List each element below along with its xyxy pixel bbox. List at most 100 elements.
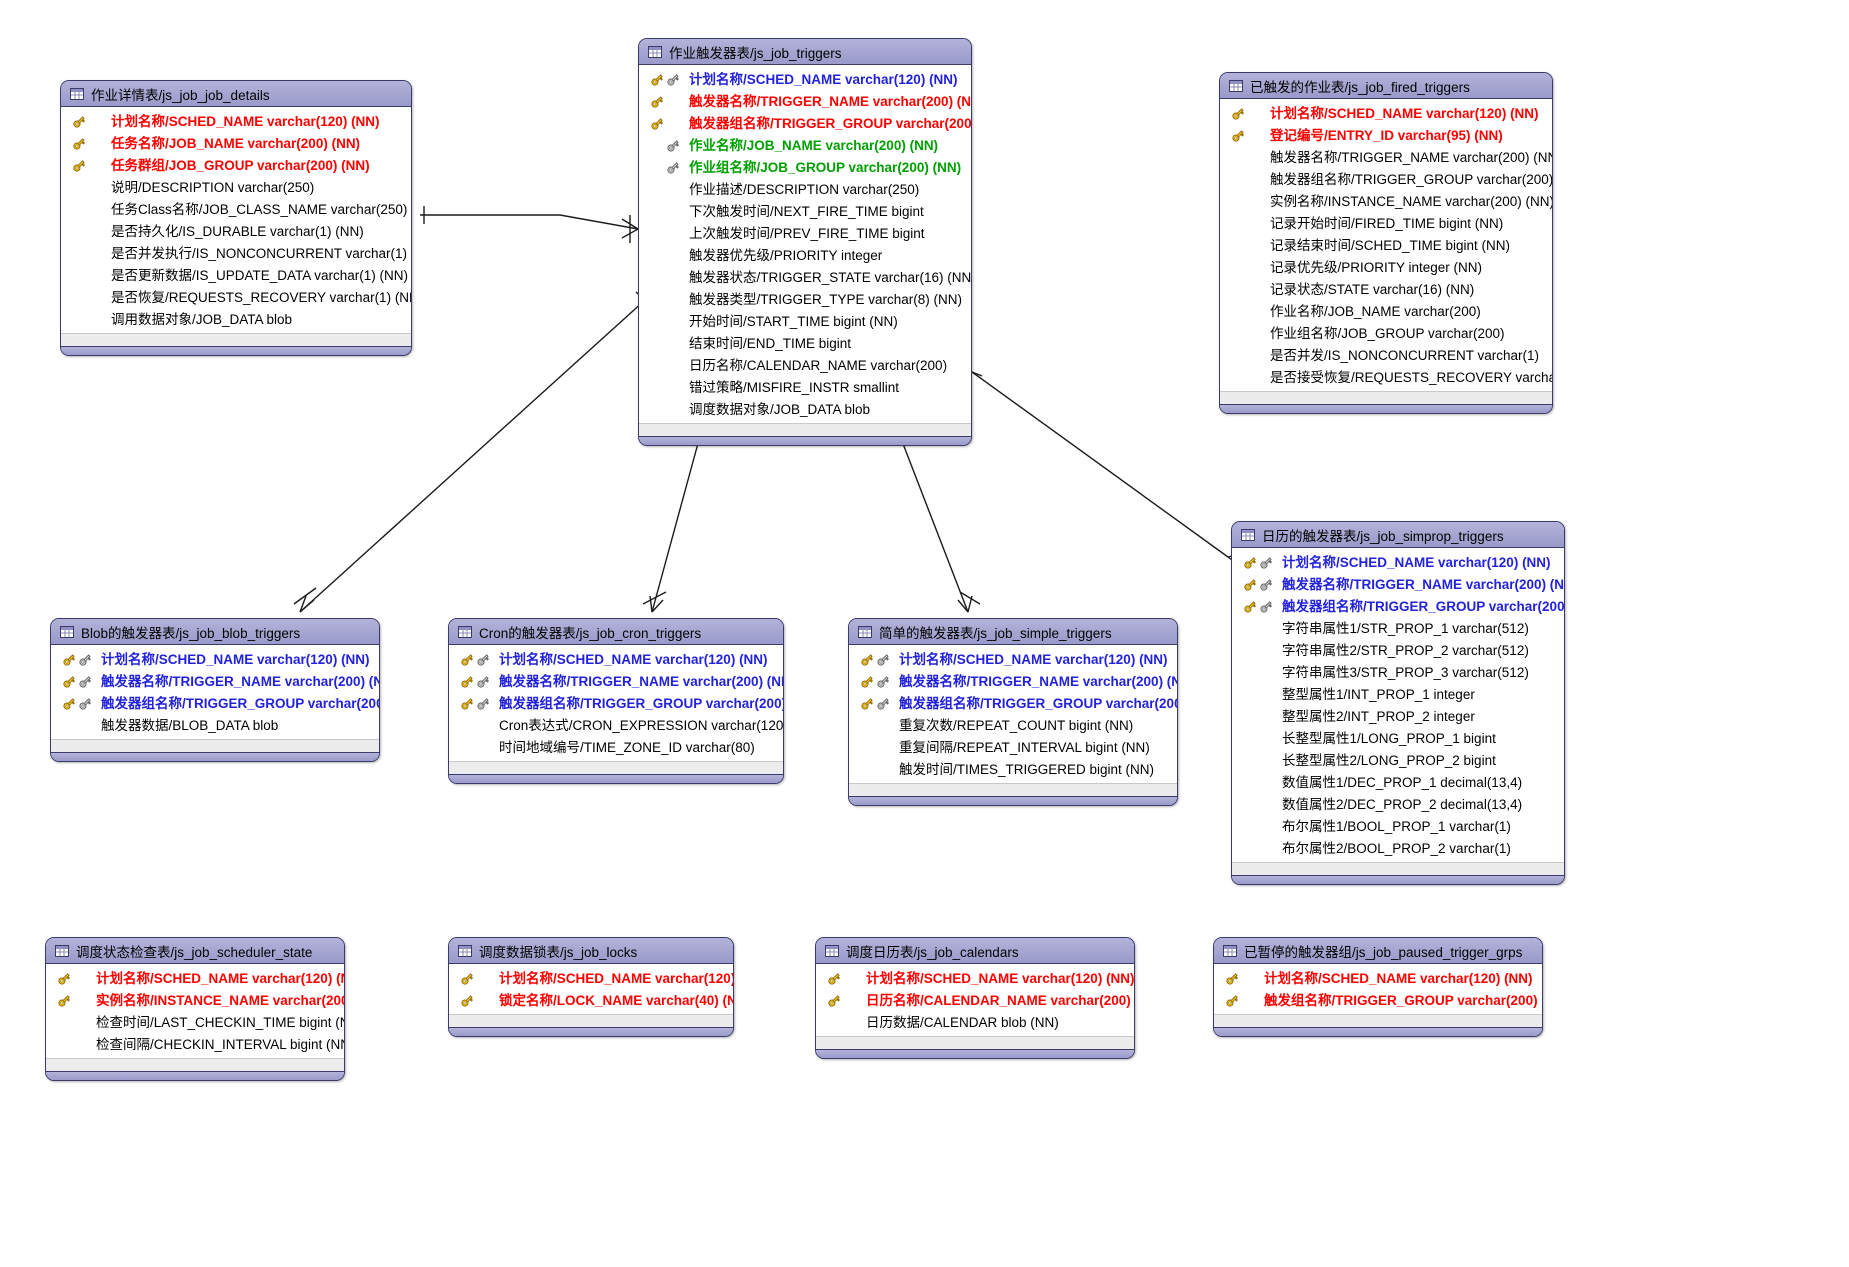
field-row[interactable]: 下次触发时间/NEXT_FIRE_TIME bigint <box>639 201 971 223</box>
field-row[interactable]: 整型属性1/INT_PROP_1 integer <box>1232 684 1564 706</box>
field-row[interactable]: 触发组名称/TRIGGER_GROUP varchar(200) (NN) <box>1214 990 1542 1012</box>
field-row[interactable]: 字符串属性2/STR_PROP_2 varchar(512) <box>1232 640 1564 662</box>
field-row[interactable]: 长整型属性2/LONG_PROP_2 bigint <box>1232 750 1564 772</box>
field-row[interactable]: 触发器名称/TRIGGER_NAME varchar(200) (NN) <box>849 671 1177 693</box>
field-row[interactable]: 触发时间/TIMES_TRIGGERED bigint (NN) <box>849 759 1177 781</box>
field-row[interactable]: 触发器组名称/TRIGGER_GROUP varchar(200) (NN) <box>1232 596 1564 618</box>
entity-header-fired_triggers[interactable]: 已触发的作业表/js_job_fired_triggers <box>1220 73 1552 99</box>
field-row[interactable]: 说明/DESCRIPTION varchar(250) <box>61 177 411 199</box>
field-row[interactable]: 是否持久化/IS_DURABLE varchar(1) (NN) <box>61 221 411 243</box>
field-row[interactable]: 触发器组名称/TRIGGER_GROUP varchar(200) (NN) <box>51 693 379 715</box>
field-row[interactable]: 检查间隔/CHECKIN_INTERVAL bigint (NN) <box>46 1034 344 1056</box>
entity-header-cron_triggers[interactable]: Cron的触发器表/js_job_cron_triggers <box>449 619 783 645</box>
field-row[interactable]: 数值属性1/DEC_PROP_1 decimal(13,4) <box>1232 772 1564 794</box>
entity-header-paused_trigger_grps[interactable]: 已暂停的触发器组/js_job_paused_trigger_grps <box>1214 938 1542 964</box>
field-row[interactable]: 登记编号/ENTRY_ID varchar(95) (NN) <box>1220 125 1552 147</box>
field-row[interactable]: 计划名称/SCHED_NAME varchar(120) (NN) <box>449 968 733 990</box>
field-row[interactable]: 计划名称/SCHED_NAME varchar(120) (NN) <box>816 968 1134 990</box>
entity-header-simprop_triggers[interactable]: 日历的触发器表/js_job_simprop_triggers <box>1232 522 1564 548</box>
field-row[interactable]: 计划名称/SCHED_NAME varchar(120) (NN) <box>1220 103 1552 125</box>
field-row[interactable]: 上次触发时间/PREV_FIRE_TIME bigint <box>639 223 971 245</box>
field-row[interactable]: 作业组名称/JOB_GROUP varchar(200) (NN) <box>639 157 971 179</box>
entity-simple_triggers[interactable]: 简单的触发器表/js_job_simple_triggers 计划名称/SCHED… <box>848 618 1178 806</box>
entity-header-locks[interactable]: 调度数据锁表/js_job_locks <box>449 938 733 964</box>
field-row[interactable]: 作业名称/JOB_NAME varchar(200) (NN) <box>639 135 971 157</box>
field-row[interactable]: 触发器名称/TRIGGER_NAME varchar(200) (NN) <box>51 671 379 693</box>
field-row[interactable]: 触发器状态/TRIGGER_STATE varchar(16) (NN) <box>639 267 971 289</box>
field-row[interactable]: 时间地域编号/TIME_ZONE_ID varchar(80) <box>449 737 783 759</box>
field-row[interactable]: 作业名称/JOB_NAME varchar(200) <box>1220 301 1552 323</box>
entity-calendars[interactable]: 调度日历表/js_job_calendars 计划名称/SCHED_NAME va… <box>815 937 1135 1059</box>
entity-simprop_triggers[interactable]: 日历的触发器表/js_job_simprop_triggers 计划名称/SCHE… <box>1231 521 1565 885</box>
field-row[interactable]: 日历数据/CALENDAR blob (NN) <box>816 1012 1134 1034</box>
field-row[interactable]: 整型属性2/INT_PROP_2 integer <box>1232 706 1564 728</box>
field-row[interactable]: 触发器名称/TRIGGER_NAME varchar(200) (NN) <box>1232 574 1564 596</box>
field-row[interactable]: 开始时间/START_TIME bigint (NN) <box>639 311 971 333</box>
field-row[interactable]: 任务Class名称/JOB_CLASS_NAME varchar(250) (N… <box>61 199 411 221</box>
field-row[interactable]: 检查时间/LAST_CHECKIN_TIME bigint (NN) <box>46 1012 344 1034</box>
field-row[interactable]: 计划名称/SCHED_NAME varchar(120) (NN) <box>61 111 411 133</box>
field-row[interactable]: 调度数据对象/JOB_DATA blob <box>639 399 971 421</box>
field-row[interactable]: 字符串属性3/STR_PROP_3 varchar(512) <box>1232 662 1564 684</box>
field-row[interactable]: 触发器组名称/TRIGGER_GROUP varchar(200) (NN) <box>849 693 1177 715</box>
field-row[interactable]: 触发器组名称/TRIGGER_GROUP varchar(200) (NN) <box>639 113 971 135</box>
field-row[interactable]: 计划名称/SCHED_NAME varchar(120) (NN) <box>849 649 1177 671</box>
field-row[interactable]: 触发器数据/BLOB_DATA blob <box>51 715 379 737</box>
field-row[interactable]: 计划名称/SCHED_NAME varchar(120) (NN) <box>46 968 344 990</box>
field-row[interactable]: 计划名称/SCHED_NAME varchar(120) (NN) <box>51 649 379 671</box>
entity-locks[interactable]: 调度数据锁表/js_job_locks 计划名称/SCHED_NAME varch… <box>448 937 734 1037</box>
entity-cron_triggers[interactable]: Cron的触发器表/js_job_cron_triggers 计划名称/SCHED… <box>448 618 784 784</box>
field-row[interactable]: 是否接受恢复/REQUESTS_RECOVERY varchar(1) <box>1220 367 1552 389</box>
field-row[interactable]: 触发器名称/TRIGGER_NAME varchar(200) (NN) <box>449 671 783 693</box>
field-row[interactable]: 锁定名称/LOCK_NAME varchar(40) (NN) <box>449 990 733 1012</box>
entity-scheduler_state[interactable]: 调度状态检查表/js_job_scheduler_state 计划名称/SCHED… <box>45 937 345 1081</box>
field-row[interactable]: 数值属性2/DEC_PROP_2 decimal(13,4) <box>1232 794 1564 816</box>
field-row[interactable]: 实例名称/INSTANCE_NAME varchar(200) (NN) <box>1220 191 1552 213</box>
field-row[interactable]: 触发器名称/TRIGGER_NAME varchar(200) (NN) <box>1220 147 1552 169</box>
field-row[interactable]: 是否恢复/REQUESTS_RECOVERY varchar(1) (NN) <box>61 287 411 309</box>
field-row[interactable]: 布尔属性1/BOOL_PROP_1 varchar(1) <box>1232 816 1564 838</box>
field-row[interactable]: 记录状态/STATE varchar(16) (NN) <box>1220 279 1552 301</box>
entity-header-calendars[interactable]: 调度日历表/js_job_calendars <box>816 938 1134 964</box>
field-row[interactable]: 触发器组名称/TRIGGER_GROUP varchar(200) (NN) <box>1220 169 1552 191</box>
field-row[interactable]: 计划名称/SCHED_NAME varchar(120) (NN) <box>1232 552 1564 574</box>
field-row[interactable]: 错过策略/MISFIRE_INSTR smallint <box>639 377 971 399</box>
field-row[interactable]: 记录优先级/PRIORITY integer (NN) <box>1220 257 1552 279</box>
field-row[interactable]: 日历名称/CALENDAR_NAME varchar(200) (NN) <box>816 990 1134 1012</box>
field-row[interactable]: 触发器组名称/TRIGGER_GROUP varchar(200) (NN) <box>449 693 783 715</box>
field-row[interactable]: 触发器名称/TRIGGER_NAME varchar(200) (NN) <box>639 91 971 113</box>
field-row[interactable]: 结束时间/END_TIME bigint <box>639 333 971 355</box>
entity-blob_triggers[interactable]: Blob的触发器表/js_job_blob_triggers 计划名称/SCHED… <box>50 618 380 762</box>
entity-header-blob_triggers[interactable]: Blob的触发器表/js_job_blob_triggers <box>51 619 379 645</box>
field-row[interactable]: 触发器类型/TRIGGER_TYPE varchar(8) (NN) <box>639 289 971 311</box>
field-row[interactable]: 布尔属性2/BOOL_PROP_2 varchar(1) <box>1232 838 1564 860</box>
entity-paused_trigger_grps[interactable]: 已暂停的触发器组/js_job_paused_trigger_grps 计划名称/… <box>1213 937 1543 1037</box>
field-row[interactable]: 记录开始时间/FIRED_TIME bigint (NN) <box>1220 213 1552 235</box>
field-row[interactable]: 实例名称/INSTANCE_NAME varchar(200) (NN) <box>46 990 344 1012</box>
entity-job_triggers[interactable]: 作业触发器表/js_job_triggers 计划名称/SCHED_NAME va… <box>638 38 972 446</box>
field-row[interactable]: 计划名称/SCHED_NAME varchar(120) (NN) <box>1214 968 1542 990</box>
field-row[interactable]: 作业组名称/JOB_GROUP varchar(200) <box>1220 323 1552 345</box>
entity-header-scheduler_state[interactable]: 调度状态检查表/js_job_scheduler_state <box>46 938 344 964</box>
field-row[interactable]: 计划名称/SCHED_NAME varchar(120) (NN) <box>639 69 971 91</box>
field-row[interactable]: 任务群组/JOB_GROUP varchar(200) (NN) <box>61 155 411 177</box>
entity-fired_triggers[interactable]: 已触发的作业表/js_job_fired_triggers 计划名称/SCHED_… <box>1219 72 1553 414</box>
entity-header-job_triggers[interactable]: 作业触发器表/js_job_triggers <box>639 39 971 65</box>
field-row[interactable]: 触发器优先级/PRIORITY integer <box>639 245 971 267</box>
entity-job_details[interactable]: 作业详情表/js_job_job_details 计划名称/SCHED_NAME … <box>60 80 412 356</box>
field-row[interactable]: 重复间隔/REPEAT_INTERVAL bigint (NN) <box>849 737 1177 759</box>
field-row[interactable]: 调用数据对象/JOB_DATA blob <box>61 309 411 331</box>
field-row[interactable]: 字符串属性1/STR_PROP_1 varchar(512) <box>1232 618 1564 640</box>
field-row[interactable]: 是否并发执行/IS_NONCONCURRENT varchar(1) (NN) <box>61 243 411 265</box>
entity-header-job_details[interactable]: 作业详情表/js_job_job_details <box>61 81 411 107</box>
field-row[interactable]: 计划名称/SCHED_NAME varchar(120) (NN) <box>449 649 783 671</box>
field-row[interactable]: 是否并发/IS_NONCONCURRENT varchar(1) <box>1220 345 1552 367</box>
field-row[interactable]: 是否更新数据/IS_UPDATE_DATA varchar(1) (NN) <box>61 265 411 287</box>
field-row[interactable]: 任务名称/JOB_NAME varchar(200) (NN) <box>61 133 411 155</box>
field-row[interactable]: 重复次数/REPEAT_COUNT bigint (NN) <box>849 715 1177 737</box>
field-row[interactable]: 作业描述/DESCRIPTION varchar(250) <box>639 179 971 201</box>
entity-header-simple_triggers[interactable]: 简单的触发器表/js_job_simple_triggers <box>849 619 1177 645</box>
field-row[interactable]: 日历名称/CALENDAR_NAME varchar(200) <box>639 355 971 377</box>
field-row[interactable]: 长整型属性1/LONG_PROP_1 bigint <box>1232 728 1564 750</box>
field-row[interactable]: Cron表达式/CRON_EXPRESSION varchar(120) (NN… <box>449 715 783 737</box>
